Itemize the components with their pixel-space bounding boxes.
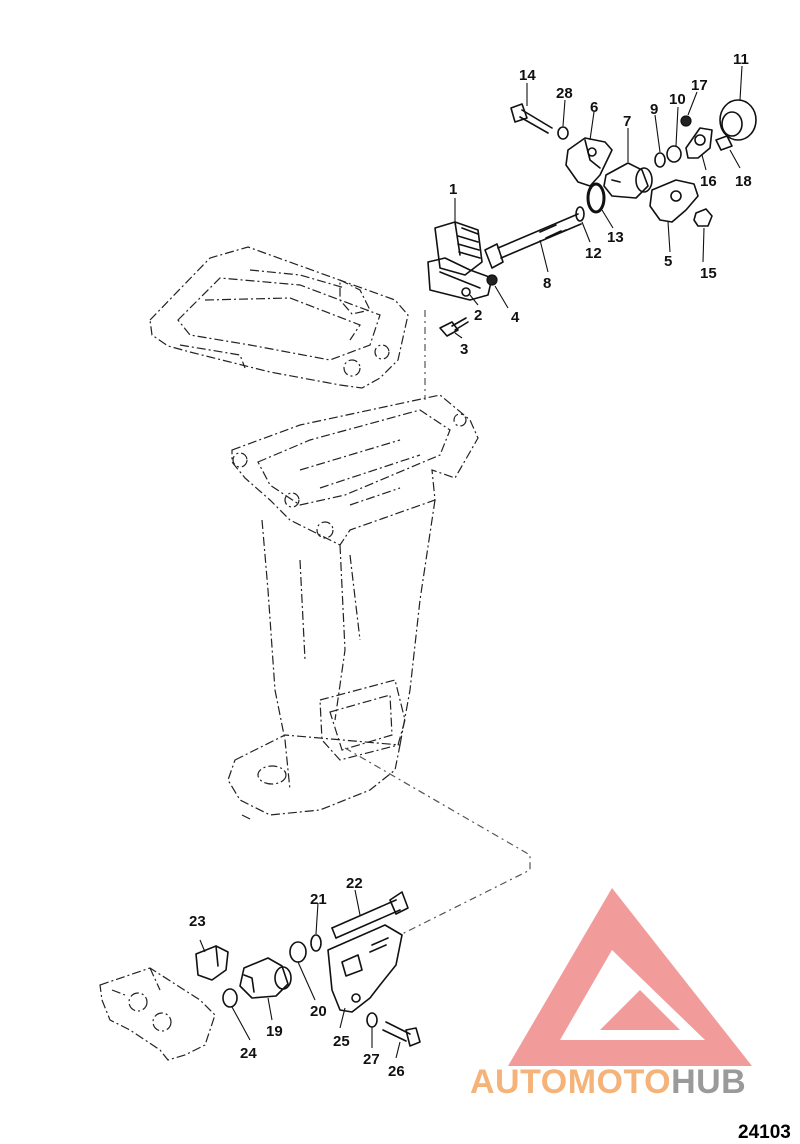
clamp-16 — [685, 127, 713, 159]
callout-5: 5 — [664, 253, 672, 270]
callout-12: 12 — [585, 245, 602, 262]
mount-cap-11 — [719, 99, 757, 141]
callout-15: 15 — [700, 265, 717, 282]
washer-28 — [557, 126, 569, 140]
callout-26: 26 — [388, 1063, 405, 1080]
bolt-26 — [382, 1021, 421, 1047]
lower-mount-housing — [99, 967, 216, 1061]
nut-17 — [680, 115, 692, 127]
through-bolt — [484, 213, 582, 269]
alignment-line-lower — [344, 747, 531, 936]
callout-23: 23 — [189, 913, 206, 930]
logo-triangle-inner — [560, 950, 705, 1040]
mount-clamp-lower — [649, 179, 699, 223]
callout-20: 20 — [310, 1003, 327, 1020]
mount-plate-25 — [327, 924, 403, 1013]
callout-7: 7 — [623, 113, 631, 130]
bolt-14 — [510, 103, 553, 134]
callout-6: 6 — [590, 99, 598, 116]
tiller-handle-frame — [149, 246, 409, 389]
callout-1: 1 — [449, 181, 457, 198]
washer-21 — [310, 934, 322, 952]
logo-triangle-core — [600, 990, 680, 1030]
washer-24 — [222, 988, 238, 1008]
nut-15 — [693, 208, 713, 227]
rubber-mount-7 — [603, 162, 653, 199]
mount-bracket — [427, 257, 493, 301]
callout-18: 18 — [735, 173, 752, 190]
washer-9 — [654, 152, 666, 168]
callout-28: 28 — [556, 85, 573, 102]
spacer-10 — [666, 145, 682, 163]
logo-wordmark-part2: HUB — [671, 1063, 746, 1101]
callout-2: 2 — [474, 307, 482, 324]
callout-27: 27 — [363, 1051, 380, 1068]
logo-wordmark-part1: AUTOMOTO — [470, 1063, 671, 1101]
callout-13: 13 — [607, 229, 624, 246]
logo-wordmark: AUTOMOTOHUB — [470, 1063, 746, 1101]
mount-clamp-upper — [565, 137, 613, 187]
washer-12 — [575, 206, 585, 222]
drive-shaft-housing — [227, 394, 479, 821]
washer-20 — [289, 941, 307, 963]
automotohub-logo: AUTOMOTOHUB — [470, 888, 752, 1101]
callout-4: 4 — [511, 309, 520, 326]
callout-19: 19 — [266, 1023, 283, 1040]
screw-18 — [715, 135, 733, 151]
callout-25: 25 — [333, 1033, 350, 1050]
callout-16: 16 — [700, 173, 717, 190]
callout-labels: 1 2 3 4 5 6 7 8 9 10 11 12 13 14 15 16 1… — [189, 51, 752, 1080]
callout-17: 17 — [691, 77, 708, 94]
bolt-22 — [331, 891, 409, 939]
rubber-mount-19 — [239, 957, 292, 999]
bracket-nut — [486, 274, 498, 286]
callout-8: 8 — [543, 275, 551, 292]
washer-27 — [366, 1012, 378, 1028]
callout-21: 21 — [310, 891, 327, 908]
upper-mount-rubber — [434, 221, 483, 276]
callout-3: 3 — [460, 341, 468, 358]
figure-reference-number: 24103 — [738, 1122, 791, 1143]
callout-leaders — [199, 65, 743, 1059]
callout-9: 9 — [650, 101, 658, 118]
callout-14: 14 — [519, 67, 536, 84]
bracket-bolt — [439, 317, 469, 337]
callout-24: 24 — [240, 1045, 257, 1062]
mount-cover-23 — [195, 945, 229, 981]
callout-22: 22 — [346, 875, 363, 892]
callout-11: 11 — [733, 51, 749, 68]
callout-10: 10 — [669, 91, 686, 108]
o-ring-13 — [586, 182, 606, 214]
